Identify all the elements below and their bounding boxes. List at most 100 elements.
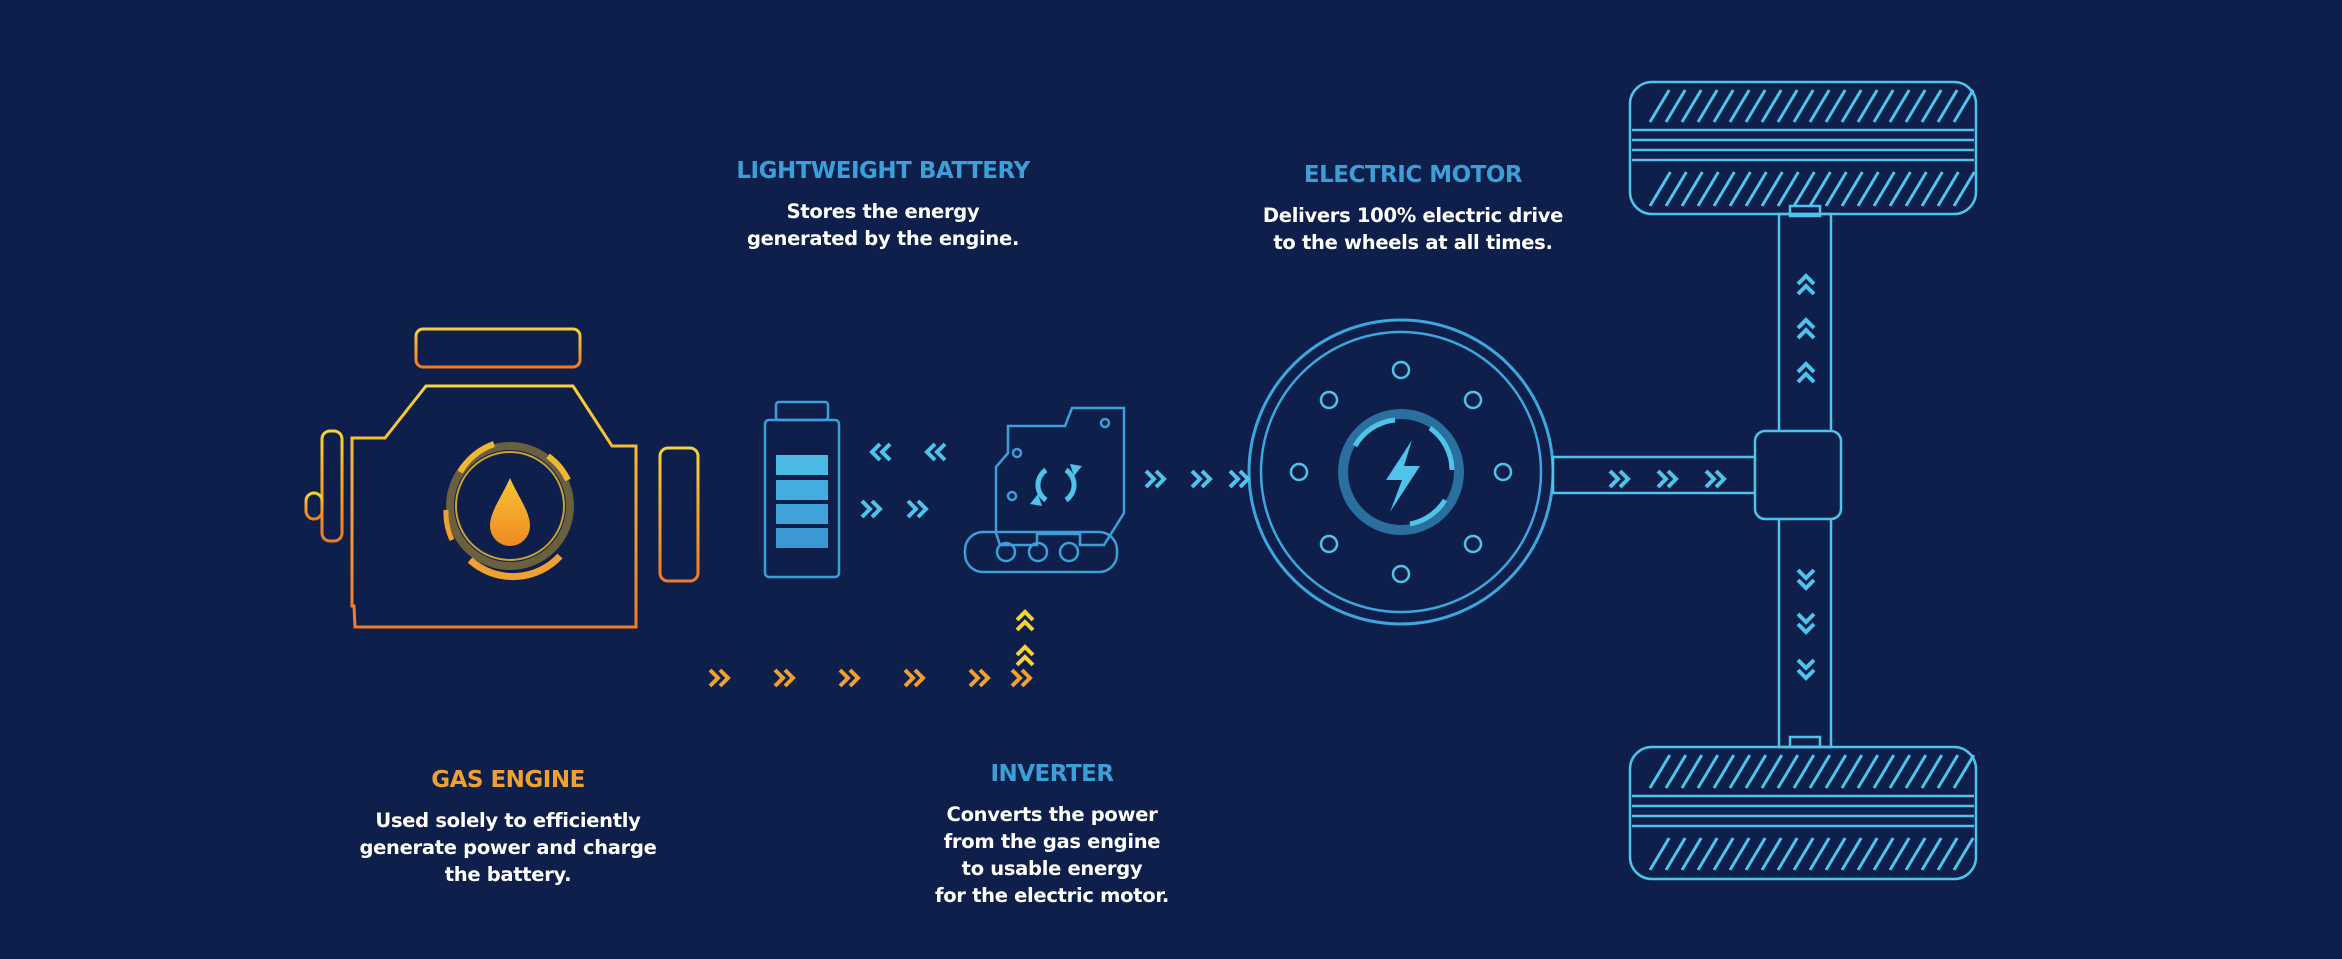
chevron-up-icon	[1796, 361, 1816, 384]
tyre-tread	[1680, 754, 1704, 789]
tyre-tread	[1840, 171, 1864, 207]
tyre-tread	[1648, 171, 1672, 207]
tyre-tread	[1776, 89, 1799, 123]
electric-motor-icon	[1247, 318, 1555, 626]
tyre-tread	[1856, 754, 1880, 789]
tyre-tread	[1952, 754, 1976, 789]
engine-description: Used solely to efficiently generate powe…	[359, 807, 656, 888]
tyre-tread	[1760, 89, 1783, 123]
chevron-right-icon	[860, 499, 883, 519]
tyre-tread	[1872, 837, 1895, 871]
tyre-tread	[1920, 171, 1944, 207]
battery-icon	[763, 400, 841, 579]
chevron-right-icon	[968, 668, 991, 688]
tyre-tread	[1936, 754, 1960, 789]
tyre-tread	[1872, 754, 1896, 789]
inverter-description-line: Converts the power	[946, 803, 1158, 826]
tyre-tread	[1728, 171, 1752, 207]
tyre-tread	[1744, 171, 1768, 207]
chevron-up-icon	[1015, 644, 1035, 667]
tyre-tread	[1696, 754, 1720, 789]
chevron-left-icon	[869, 442, 892, 462]
engine-icon	[304, 327, 700, 629]
refresh-icon	[1030, 464, 1082, 506]
tyre-tread	[1920, 754, 1944, 789]
tyre-tread	[1808, 171, 1832, 207]
tyre-tread	[1936, 89, 1959, 123]
tyre-tread	[1680, 171, 1704, 207]
motor-description: Delivers 100% electric drive to the whee…	[1262, 202, 1564, 256]
tyre-tread	[1952, 837, 1975, 871]
tyre-tread	[1872, 171, 1896, 207]
tyre-tread	[1776, 837, 1799, 871]
chevron-down-icon	[1796, 612, 1816, 635]
tyre-tread	[1824, 837, 1847, 871]
chevron-right-icon	[1190, 469, 1213, 489]
inverter-icon	[963, 406, 1126, 574]
tyre-tread	[1696, 89, 1719, 123]
tyre-tread	[1760, 754, 1784, 789]
tyre-tread	[1664, 837, 1687, 871]
tyre-tread	[1824, 754, 1848, 789]
battery-label: LIGHTWEIGHT BATTERY Stores the energy ge…	[736, 158, 1030, 252]
tyre-tread	[1696, 171, 1720, 207]
inverter-description: Converts the power from the gas engine t…	[935, 801, 1169, 909]
tyre-tread	[1744, 89, 1767, 123]
fuel-gauge-ring	[443, 441, 574, 581]
wheel-bottom	[1628, 745, 1978, 881]
tyre-tread	[1808, 89, 1831, 123]
tyre-tread	[1776, 171, 1800, 207]
battery-title: LIGHTWEIGHT BATTERY	[736, 158, 1030, 184]
tyre-tread	[1744, 754, 1768, 789]
lightning-bolt-icon	[1386, 440, 1420, 512]
tyre-tread	[1824, 89, 1847, 123]
chevron-up-icon	[1015, 609, 1035, 632]
tyre-tread	[1952, 171, 1976, 207]
motor-description-line: Delivers 100% electric drive	[1262, 204, 1564, 227]
battery-description: Stores the energy generated by the engin…	[736, 198, 1029, 252]
tyre-tread	[1760, 837, 1783, 871]
tyre-tread	[1664, 171, 1688, 207]
tyre-tread	[1872, 89, 1895, 123]
chevron-right-icon	[838, 668, 861, 688]
inverter-label: INVERTER Converts the power from the gas…	[935, 761, 1169, 909]
tyre-tread	[1648, 837, 1671, 871]
tyre-tread	[1792, 837, 1815, 871]
tyre-tread	[1952, 89, 1975, 123]
tyre-tread	[1792, 171, 1816, 207]
chevron-down-icon	[1796, 568, 1816, 591]
tyre-tread	[1680, 837, 1703, 871]
tyre-tread	[1728, 837, 1751, 871]
tyre-tread	[1920, 837, 1943, 871]
chevron-right-icon	[1228, 469, 1251, 489]
tyre-tread	[1728, 89, 1751, 123]
chevron-right-icon	[1656, 469, 1679, 489]
tyre-tread	[1936, 171, 1960, 207]
tyre-tread	[1856, 837, 1879, 871]
tyre-tread	[1648, 89, 1671, 123]
tyre-tread	[1856, 171, 1880, 207]
tyre-tread	[1664, 89, 1687, 123]
chevron-left-icon	[924, 442, 947, 462]
motor-label: ELECTRIC MOTOR Delivers 100% electric dr…	[1262, 162, 1564, 256]
battery-description-line: generated by the engine.	[746, 227, 1020, 250]
tyre-tread	[1712, 837, 1735, 871]
tyre-tread	[1904, 837, 1927, 871]
battery-description-line: Stores the energy	[786, 200, 980, 223]
engine-title: GAS ENGINE	[431, 767, 585, 793]
tyre-tread	[1792, 754, 1816, 789]
tyre-tread	[1888, 754, 1912, 789]
tyre-tread	[1888, 837, 1911, 871]
tyre-tread	[1936, 837, 1959, 871]
tyre-tread	[1856, 89, 1879, 123]
chevron-arrows-icon	[708, 273, 1816, 688]
tyre-tread	[1696, 837, 1719, 871]
inverter-description-line: for the electric motor.	[935, 884, 1169, 907]
inverter-title: INVERTER	[990, 761, 1114, 787]
engine-label: GAS ENGINE Used solely to efficiently ge…	[359, 767, 656, 888]
engine-description-line: generate power and charge	[359, 836, 657, 859]
tyre-tread	[1904, 89, 1927, 123]
chevron-right-icon	[1608, 469, 1631, 489]
tyre-tread	[1920, 89, 1943, 123]
tyre-tread	[1680, 89, 1703, 123]
